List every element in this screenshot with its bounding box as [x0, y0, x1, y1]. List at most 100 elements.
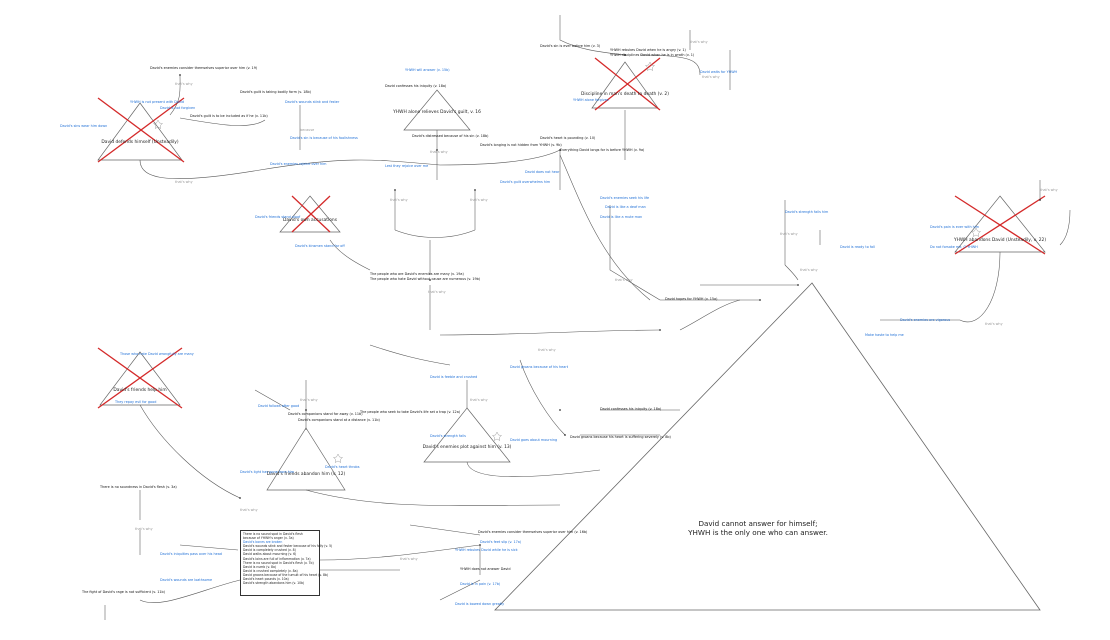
edge-label: that's why [300, 398, 318, 402]
side-label-s39: David groans because his heart is suffer… [570, 435, 671, 439]
side-label-s34: The people who hate David without cause … [370, 277, 481, 281]
edge-label: that's why [470, 198, 488, 202]
edge-label: that's why [135, 527, 153, 531]
node-n11: David's longing is not hidden from YHWH … [480, 143, 562, 147]
side-label-s11: David's friends stand aloof [255, 215, 301, 219]
side-label-s41: David's enemies consider themselves supe… [478, 530, 588, 534]
box-line-5: David is completely crushed (v. 8) [243, 548, 296, 553]
side-label-s32: David groans because of his heart [510, 365, 569, 369]
node-n7: YHWH disciplines David when he is in wra… [610, 53, 695, 57]
node-n1: David's enemies consider themselves supe… [150, 66, 258, 70]
side-label-s42: David's feet slip (v. 17a) [480, 540, 522, 544]
triangle-label-t6: David's friends help him [113, 388, 167, 393]
side-label-s10: David waits for YHWH [700, 70, 738, 74]
side-label-s5: David's sin is because of his foolishnes… [290, 136, 358, 140]
side-label-s12: David's kinsmen stand far off [295, 244, 345, 248]
side-label-s35: The people who seek to take David's life… [360, 410, 461, 414]
edge-label: that's why [690, 40, 708, 44]
side-label-s4: David's wounds stink and fester [285, 100, 340, 104]
side-label-s6: YHWH will answer (v. 15b) [405, 68, 450, 72]
triangle-label-t8: David's enemies plot against him (v. 13) [422, 445, 512, 450]
main-note: David cannot answer for himself; YHWH is… [648, 519, 868, 537]
side-label-s15: David is like a mute man [600, 215, 643, 219]
side-label-s27: David's light has gone from him [240, 470, 295, 474]
main-note-line-2: YHWH is the only one who can answer. [688, 528, 828, 537]
box-line-7: David's loins are full of inflammation (… [243, 556, 311, 561]
node-n8: David's distressed because of his sin (v… [412, 134, 489, 138]
side-label-s48: David's wounds are loathsome [160, 578, 213, 582]
node-n4: David confesses his iniquity (v. 18a) [385, 84, 447, 88]
side-label-s7: David's enemies rejoice over him [270, 162, 327, 166]
side-label-s1: YHWH is not present with David [130, 100, 185, 104]
node-dots [179, 54, 1041, 546]
main-note-line-1: David cannot answer for himself; [698, 519, 818, 528]
side-label-s44: YHWH does not answer David [460, 567, 511, 571]
triangle-t7 [266, 427, 346, 491]
box-line-12: David's heart pounds (v. 10a) [243, 577, 289, 582]
edge-label: that's why [390, 198, 408, 202]
side-label-s19: David is ready to fall [840, 245, 876, 249]
node-n5: David's sin is ever before him (v. 3) [540, 44, 601, 48]
main-triangle [494, 282, 1041, 611]
edge-label: that's why [430, 150, 448, 154]
side-label-s2: David is not forgiven [160, 106, 196, 110]
side-label-s16: David does not hear [525, 170, 560, 174]
edge-label: that's why [428, 290, 446, 294]
side-label-s37: David's companions stand at a distance (… [298, 418, 380, 422]
triangle-label-t2: YHWH alone relieves David's guilt, v. 16 [393, 110, 481, 115]
edge-label: that's why [800, 268, 818, 272]
box-line-6: David walks about mourning (v. 6) [243, 552, 297, 557]
box-line-8: There is no sound spot in David's flesh … [243, 560, 314, 565]
box-line-2: because of YHWH's anger (v. 3a) [243, 536, 294, 541]
side-label-s28: David's heart throbs [325, 465, 360, 469]
box-line-9: David is numb (v. 8a) [243, 564, 277, 569]
star-markers [153, 61, 981, 463]
edge-label: that's why [400, 557, 418, 561]
side-label-s17: David's guilt overwhelms him [500, 180, 551, 184]
triangle-label-t7: David's friends abandon him (v. 12) [266, 472, 346, 477]
side-label-s40: David confesses his iniquity (v. 18a) [600, 407, 662, 411]
edge-label: that's why [470, 398, 488, 402]
box-line-10: David is crushed completely (v. 8a) [243, 568, 298, 573]
side-label-s43: YHWH rebukes David while he is sick [455, 548, 518, 552]
triangle-label-t4: Discipline in man's death to death (v. 2… [581, 92, 669, 97]
edge-label: that's why [702, 75, 720, 79]
crosses [97, 57, 1046, 409]
triangle-t4 [591, 61, 659, 109]
edge-label: that's why [538, 348, 556, 352]
side-label-s36: David's companions stand far away (v. 11… [288, 412, 363, 416]
edge-label: that's why [175, 82, 193, 86]
side-label-s14: David is like a deaf man [605, 205, 646, 209]
node-n10: Everything David longs for is before YHW… [560, 148, 645, 152]
edge-label: because [300, 128, 315, 132]
side-label-s8: Lest they rejoice over me [385, 164, 429, 168]
side-label-s45: The fight of David's rage is not suffici… [82, 590, 165, 594]
triangle-label-t1: David defends himself (Unsteadily) [101, 140, 179, 145]
node-n6: YHWH rebukes David when he is angry (v. … [610, 48, 686, 52]
side-label-s25: They repay evil for good [115, 400, 157, 404]
side-label-s13: David's enemies seek his life [600, 196, 650, 200]
side-label-s24: Those who hate David wrongfully are many [120, 352, 194, 356]
edge-label: that's why [985, 322, 1003, 326]
side-label-s3: David's sins wear him down [60, 124, 108, 128]
edge-label: that's why [780, 232, 798, 236]
side-label-s33: The people who are David's enemies are m… [370, 272, 464, 276]
edge-label: that's why [240, 508, 258, 512]
symptoms-box: There is no sound spot in David's flesh … [240, 530, 332, 596]
box-line-11: David groans because of the tumult of hi… [243, 572, 329, 577]
side-label-s21: Do not forsake me, O YHWH [930, 245, 978, 249]
side-label-s49: David is bowed down greatly [455, 602, 505, 606]
edge-label: that's why [615, 278, 633, 282]
side-label-s9: YHWH alone forgives [573, 98, 609, 102]
side-label-s23: David's enemies are vigorous [900, 318, 951, 322]
side-label-s26: David follows after good [258, 404, 300, 408]
side-label-s29: David's strength fails [430, 434, 466, 438]
side-label-s47: David's iniquities pass over his head [160, 552, 222, 556]
triangle-label-t3: David's own accusations [283, 218, 337, 223]
box-line-3: David's bones are broken [243, 540, 283, 545]
edge-label: that's why [175, 180, 193, 184]
connectors [104, 15, 1071, 620]
node-n3: David's guilt is to be included as if he… [190, 114, 268, 118]
